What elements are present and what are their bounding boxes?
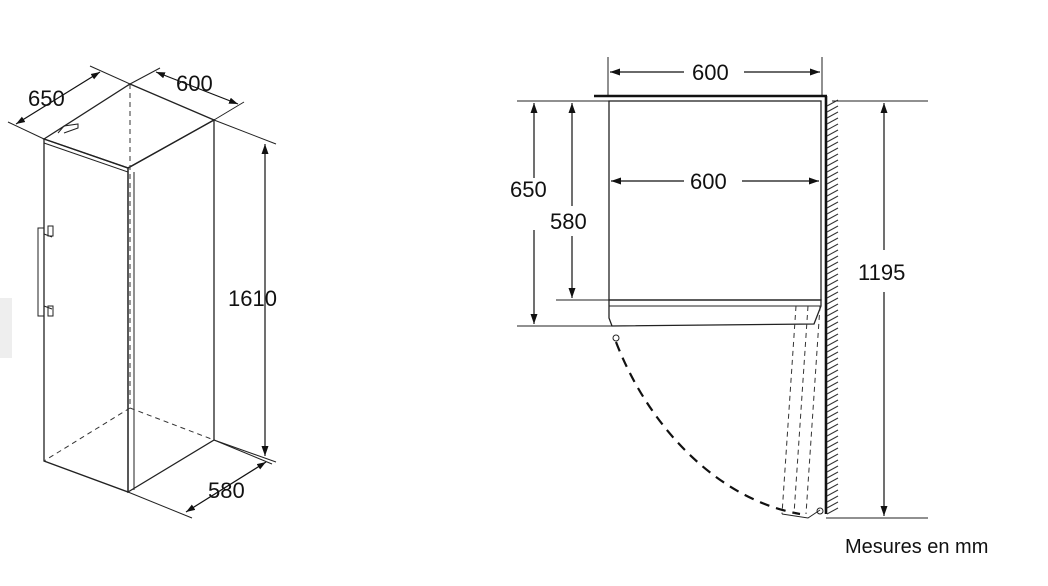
wall-hatch-line bbox=[826, 177, 839, 185]
wall-hatch-line bbox=[826, 129, 839, 137]
units-note: Mesures en mm bbox=[845, 536, 988, 558]
plan-open-door bbox=[781, 305, 821, 519]
wall-hatch-line bbox=[826, 435, 839, 443]
wall-hatch-line bbox=[826, 105, 839, 113]
wall-hatch-line bbox=[826, 237, 839, 245]
wall-hatch-line bbox=[826, 357, 839, 365]
wall-hatch-line bbox=[826, 351, 839, 359]
iso-handle bbox=[37, 225, 54, 317]
wall-hatch-line bbox=[826, 171, 839, 179]
wall-hatch-line bbox=[826, 495, 839, 503]
wall-hatch-line bbox=[826, 321, 839, 329]
wall-hatch-line bbox=[826, 333, 839, 341]
wall-hatch-line bbox=[826, 363, 839, 371]
wall-hatch-line bbox=[826, 285, 839, 293]
wall-hatch-line bbox=[826, 345, 839, 353]
wall-hatch-line bbox=[826, 381, 839, 389]
wall-hatch-line bbox=[826, 213, 839, 221]
wall-hatch-line bbox=[826, 507, 839, 515]
wall-hatch-line bbox=[826, 159, 839, 167]
left-edge-panel bbox=[0, 298, 12, 358]
iso-fridge: 650 600 1610 580 bbox=[7, 65, 277, 519]
wall-hatch-line bbox=[826, 501, 839, 509]
plan-door-swing-arc bbox=[614, 341, 801, 516]
wall-hatch-line bbox=[826, 153, 839, 161]
wall-hatch-line bbox=[826, 267, 839, 275]
plan-dim-inner-depth-label: 580 bbox=[550, 209, 587, 234]
wall-hatch-line bbox=[826, 297, 839, 305]
iso-dim-width-label: 600 bbox=[176, 71, 213, 96]
wall-hatch-line bbox=[826, 243, 839, 251]
wall-hatch-line bbox=[826, 141, 839, 149]
wall-hatch-line bbox=[826, 375, 839, 383]
plan-dim-width-top-label: 600 bbox=[692, 60, 729, 85]
wall-hatch-line bbox=[826, 249, 839, 257]
wall-hatch-line bbox=[826, 417, 839, 425]
wall-hatch-line bbox=[826, 189, 839, 197]
iso-dim-height-label: 1610 bbox=[228, 286, 277, 311]
plan-side-wall bbox=[824, 96, 839, 515]
plan-dim-width-inner-label: 600 bbox=[690, 169, 727, 194]
wall-hatch-line bbox=[826, 219, 839, 227]
wall-hatch-line bbox=[826, 117, 839, 125]
wall-hatch-line bbox=[826, 291, 839, 299]
wall-hatch-line bbox=[826, 195, 839, 203]
wall-hatch-line bbox=[826, 411, 839, 419]
wall-hatch-line bbox=[826, 273, 839, 281]
wall-hatch-line bbox=[826, 339, 839, 347]
wall-hatch-line bbox=[826, 465, 839, 473]
wall-hatch-line bbox=[826, 261, 839, 269]
wall-hatch-line bbox=[826, 123, 839, 131]
wall-hatch-line bbox=[826, 255, 839, 263]
wall-hatch-line bbox=[826, 429, 839, 437]
wall-hatch-line bbox=[826, 459, 839, 467]
iso-top-face bbox=[42, 83, 216, 169]
plan-dim-door-swing-label: 1195 bbox=[858, 260, 905, 285]
wall-hatch-line bbox=[826, 471, 839, 479]
wall-hatch-line bbox=[826, 309, 839, 317]
plan-view: 600 600 650 580 bbox=[510, 57, 928, 519]
plan-door bbox=[608, 299, 822, 327]
wall-hatch-line bbox=[826, 477, 839, 485]
wall-hatch-line bbox=[826, 399, 839, 407]
wall-hatch-line bbox=[826, 303, 839, 311]
plan-cabinet-body bbox=[608, 100, 822, 301]
wall-hatch-line bbox=[826, 135, 839, 143]
iso-front-face bbox=[43, 138, 129, 493]
wall-hatch-line bbox=[826, 315, 839, 323]
wall-hatch-line bbox=[826, 111, 839, 119]
wall-hatch-line bbox=[826, 183, 839, 191]
wall-hatch-line bbox=[826, 369, 839, 377]
wall-hatch-line bbox=[826, 231, 839, 239]
wall-hatch-line bbox=[826, 453, 839, 461]
iso-side-face bbox=[127, 118, 215, 494]
wall-hatch-line bbox=[826, 387, 839, 395]
wall-hatch-line bbox=[826, 207, 839, 215]
wall-hatch-line bbox=[826, 165, 839, 173]
wall-hatch-line bbox=[826, 447, 839, 455]
wall-hatch-line bbox=[826, 393, 839, 401]
iso-dim-depth-label: 650 bbox=[28, 86, 65, 111]
wall-hatch-line bbox=[826, 483, 839, 491]
iso-dim-inner-depth-label: 580 bbox=[208, 478, 245, 503]
wall-hatch-line bbox=[826, 225, 839, 233]
wall-hatch-line bbox=[826, 327, 839, 335]
wall-hatch-line bbox=[826, 405, 839, 413]
wall-hatch-line bbox=[826, 423, 839, 431]
wall-hatch-line bbox=[826, 489, 839, 497]
plan-dim-depth-label: 650 bbox=[510, 177, 547, 202]
wall-hatch-line bbox=[826, 147, 839, 155]
wall-hatch-line bbox=[826, 201, 839, 209]
wall-hatch-line bbox=[826, 441, 839, 449]
wall-hatch-line bbox=[826, 279, 839, 287]
